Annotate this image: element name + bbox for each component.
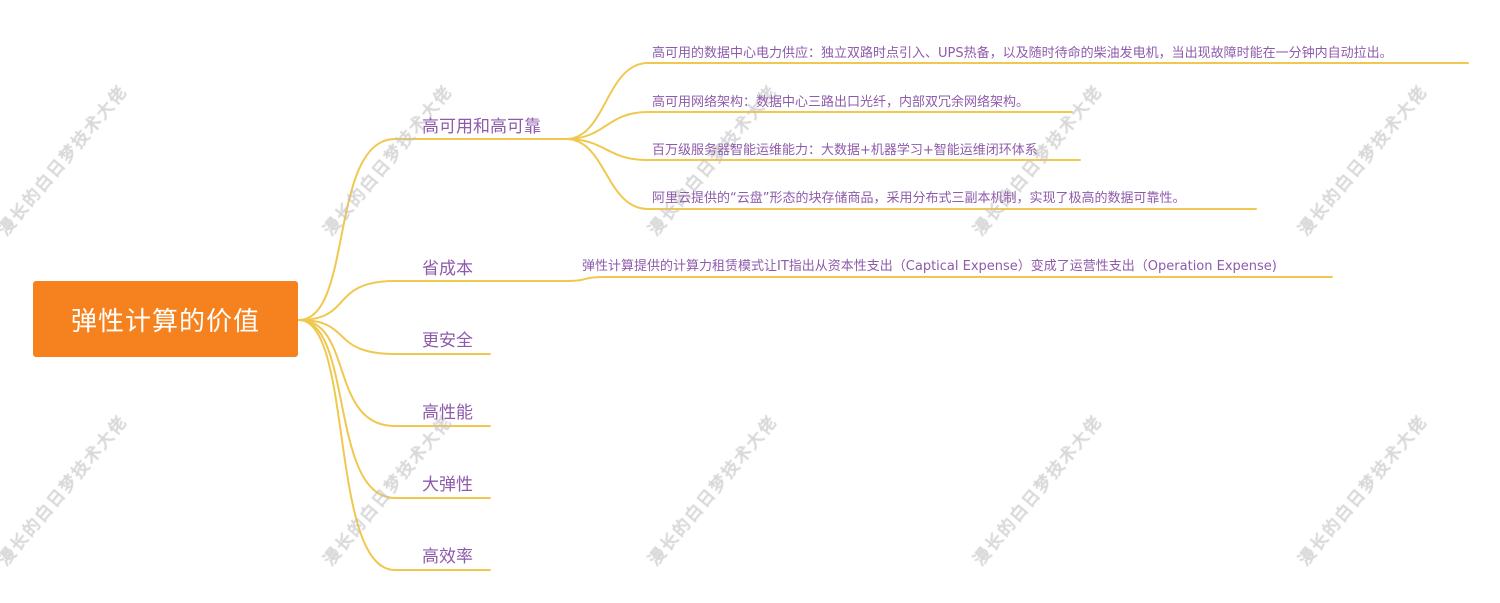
branch-efficiency[interactable]: 高效率 xyxy=(422,542,473,567)
leaf-connector-capex xyxy=(565,276,1333,282)
leaf-capex-to-opex[interactable]: 弹性计算提供的计算力租赁模式让IT指出从资本性支出（Captical Expen… xyxy=(582,255,1277,274)
branch-connector-4 xyxy=(298,319,491,499)
branch-connector-2 xyxy=(298,319,491,355)
branch-label: 高性能 xyxy=(422,403,473,423)
leaf-connector-1 xyxy=(565,111,1073,140)
branch-cost-saving[interactable]: 省成本 xyxy=(422,254,473,279)
root-node[interactable]: 弹性计算的价值 xyxy=(33,281,298,357)
leaf-intelligent-ops[interactable]: 百万级服务器智能运维能力：大数据+机器学习+智能运维闭环体系 xyxy=(652,139,1038,158)
leaf-connector-2 xyxy=(565,138,1081,161)
root-node-label: 弹性计算的价值 xyxy=(70,306,260,337)
branch-connector-5 xyxy=(298,319,491,571)
branch-connector-3 xyxy=(298,319,491,427)
branch-label: 高可用和高可靠 xyxy=(422,117,541,137)
branch-label: 大弹性 xyxy=(422,475,473,495)
leaf-connector-0 xyxy=(565,62,1469,140)
leaf-connector-3 xyxy=(565,138,1257,210)
branch-connector-1 xyxy=(298,280,567,321)
branch-label: 高效率 xyxy=(422,547,473,567)
branch-high-performance[interactable]: 高性能 xyxy=(422,398,473,423)
leaf-label: 阿里云提供的“云盘”形态的块存储商品，采用分布式三副本机制，实现了极高的数据可靠… xyxy=(652,191,1186,206)
leaf-label: 高可用网络架构：数据中心三路出口光纤，内部双冗余网络架构。 xyxy=(652,95,1030,110)
branch-elasticity[interactable]: 大弹性 xyxy=(422,470,473,495)
branch-high-availability[interactable]: 高可用和高可靠 xyxy=(422,112,541,137)
leaf-cloud-disk[interactable]: 阿里云提供的“云盘”形态的块存储商品，采用分布式三副本机制，实现了极高的数据可靠… xyxy=(652,187,1185,206)
branch-label: 省成本 xyxy=(422,259,473,279)
leaf-label: 弹性计算提供的计算力租赁模式让IT指出从资本性支出（Captical Expen… xyxy=(582,259,1277,274)
branch-label: 更安全 xyxy=(422,331,473,351)
branch-more-secure[interactable]: 更安全 xyxy=(422,326,473,351)
leaf-network-architecture[interactable]: 高可用网络架构：数据中心三路出口光纤，内部双冗余网络架构。 xyxy=(652,91,1029,110)
leaf-power-supply[interactable]: 高可用的数据中心电力供应：独立双路时点引入、UPS热备，以及随时待命的柴油发电机… xyxy=(652,42,1393,61)
branch-connector-0 xyxy=(298,138,567,321)
leaf-label: 高可用的数据中心电力供应：独立双路时点引入、UPS热备，以及随时待命的柴油发电机… xyxy=(652,46,1393,61)
leaf-label: 百万级服务器智能运维能力：大数据+机器学习+智能运维闭环体系 xyxy=(652,143,1038,158)
